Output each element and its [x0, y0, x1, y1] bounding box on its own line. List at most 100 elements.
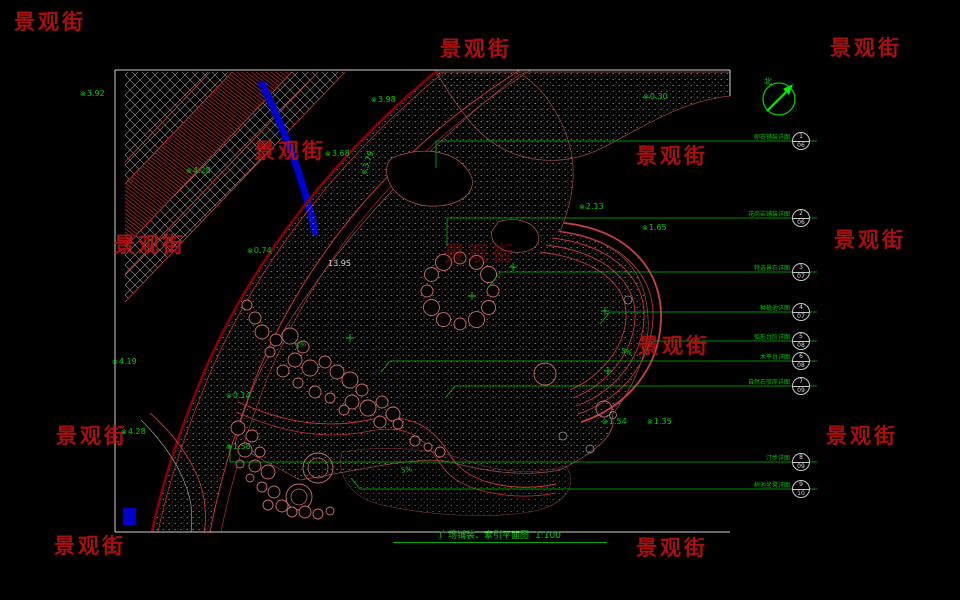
elevation-symbol-icon: ⊗ — [186, 167, 192, 175]
rock — [262, 499, 274, 511]
detail-number: 4 — [799, 304, 803, 311]
callout-label: 花岗岩铺装详图 — [747, 211, 790, 218]
callout-leader-line — [350, 477, 817, 490]
north-arrow-icon — [762, 82, 796, 116]
rock — [423, 442, 433, 452]
rock — [256, 481, 268, 493]
elevation-label: ⊗1.35 — [647, 417, 672, 426]
elevation-label: ⊗0.14 — [226, 391, 251, 400]
elevation-symbol-icon: ⊗ — [325, 150, 331, 158]
sheet-number: 10 — [793, 488, 809, 498]
elevation-value: 4.28 — [192, 166, 211, 175]
rock — [230, 420, 246, 436]
elevation-label: ⊗1.54 — [602, 417, 627, 426]
rock — [325, 506, 335, 516]
rock — [296, 340, 310, 354]
slope-label: 5% — [400, 465, 413, 475]
rock — [409, 435, 421, 447]
elevation-value: 3.68 — [331, 149, 350, 158]
rock — [344, 394, 360, 410]
callout-label: 树池坐凳详图 — [753, 482, 790, 489]
rock — [287, 352, 303, 368]
rock — [281, 327, 299, 345]
elevation-value: 0.14 — [232, 391, 251, 400]
detail-number: 1 — [799, 133, 803, 140]
callout-label: 汀步详图 — [765, 455, 790, 462]
drawing-title-text: 广场铺装、索引平面图 — [439, 531, 530, 541]
elevation-value: 1.54 — [608, 417, 627, 426]
elevation-value: 1.58 — [232, 442, 251, 451]
rock — [373, 415, 387, 429]
watermark: 景观街 — [54, 534, 126, 558]
rock — [486, 284, 500, 298]
rock — [298, 505, 312, 519]
north-label: 北 — [764, 77, 772, 86]
elevation-label: ⊗0.30 — [643, 92, 668, 101]
callout-label: 特选景石详图 — [753, 265, 790, 272]
hatched-road-area — [124, 71, 346, 303]
rock — [375, 395, 389, 409]
sheet-number: 09 — [793, 385, 809, 395]
callout-leader-line — [645, 340, 817, 352]
elevation-symbol-icon: ⊗ — [602, 418, 608, 426]
rock — [260, 464, 276, 480]
rock — [453, 251, 467, 265]
sheet-number: 08 — [793, 340, 809, 350]
elevation-value: 4.19 — [118, 357, 137, 366]
rock — [469, 254, 484, 270]
rock — [434, 446, 446, 458]
detail-number: 9 — [799, 481, 803, 488]
watermark: 景观街 — [834, 228, 906, 252]
watermark: 景观街 — [830, 36, 902, 60]
rock — [286, 506, 298, 518]
elevation-symbol-icon: ⊗ — [80, 90, 86, 98]
elevation-symbol-icon: ⊗ — [247, 247, 253, 255]
sheet-number: 07 — [793, 311, 809, 321]
elevation-value: 4.28 — [127, 427, 146, 436]
rock — [237, 442, 253, 458]
callout-leader-line — [446, 217, 817, 246]
elevation-value: 3.92 — [86, 89, 105, 98]
rock — [245, 429, 259, 443]
watermark: 景观街 — [254, 139, 326, 163]
rock — [264, 346, 276, 358]
callout-leader-line — [380, 360, 817, 373]
rock — [308, 385, 322, 399]
rock — [318, 355, 332, 369]
detail-number: 2 — [799, 210, 803, 217]
rock — [276, 364, 290, 378]
rock — [480, 266, 498, 283]
tree-symbols — [533, 295, 633, 454]
elevation-symbol-icon: ⊗ — [121, 428, 127, 436]
elevation-label: ⊗4.28 — [121, 427, 146, 436]
callout-leader-line — [599, 311, 817, 325]
elevation-value: 0.74 — [253, 246, 272, 255]
elevation-value: 2.13 — [585, 202, 604, 211]
callout-leader-line — [445, 385, 817, 398]
rock — [422, 299, 440, 316]
elevation-label: ⊗3.92 — [80, 89, 105, 98]
sheet-number: 07 — [793, 271, 809, 281]
elevation-value: 1.35 — [653, 417, 672, 426]
terrace-steps — [539, 222, 662, 423]
rock — [423, 267, 439, 282]
watermark: 景观街 — [14, 10, 86, 34]
rock — [435, 253, 452, 271]
rock — [248, 459, 262, 473]
watermark: 景观街 — [444, 242, 516, 266]
sheet-number: 06 — [793, 140, 809, 150]
rock — [481, 300, 497, 315]
elevation-value: 3.98 — [377, 95, 396, 104]
watermark: 景观街 — [826, 424, 898, 448]
callout-leader-line — [229, 446, 817, 463]
watermark: 景观街 — [636, 144, 708, 168]
rock — [301, 359, 319, 377]
rock — [235, 459, 245, 469]
